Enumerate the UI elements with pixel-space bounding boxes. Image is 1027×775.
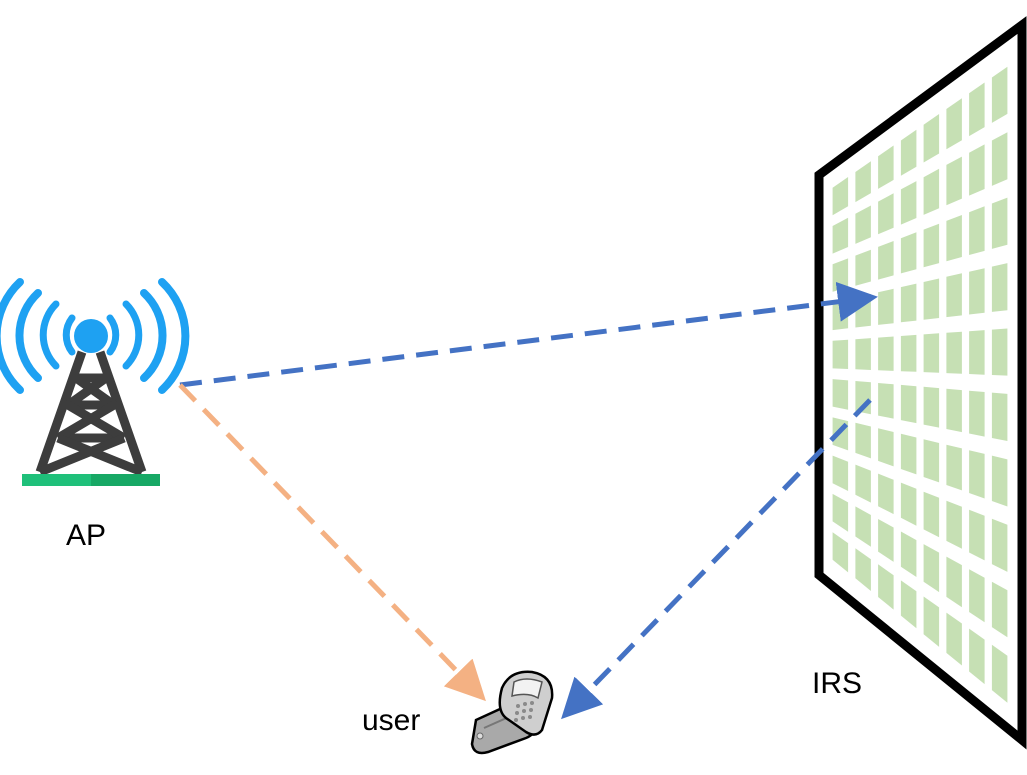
irs-element [969,330,985,375]
irs-element [900,433,917,475]
irs-element [855,338,871,370]
link-ap-to-user [178,383,486,702]
irs-element [832,217,849,254]
irs-element [991,392,1008,441]
link-ap-to-irs [179,281,878,388]
irs-element [991,197,1008,249]
irs-element [878,336,894,371]
irs-element [991,328,1008,376]
irs-element [878,241,894,280]
irs-element [969,569,985,623]
signal-waves [0,278,190,394]
irs-element [832,379,849,410]
irs-element [900,232,917,274]
irs-element [946,500,962,549]
irs-element [855,249,871,286]
irs-element [832,177,849,216]
irs-element [923,544,940,593]
link-irs-to-user [561,398,872,720]
irs-element [878,564,894,610]
irs-element [969,628,985,685]
irs-panel [814,16,1027,750]
irs-element [946,444,962,491]
irs-element [946,556,962,608]
irs-element [969,450,985,499]
irs-element [923,278,940,320]
signal-links [178,281,878,720]
irs-element [991,263,1008,312]
phone-screen [511,678,543,700]
irs-element [832,455,849,491]
irs-element [923,491,940,538]
irs-element [991,518,1008,572]
irs-element [991,581,1008,638]
flip-phone-icon [470,670,554,755]
irs-element [878,428,894,467]
irs-element [900,181,917,225]
irs-element [923,168,940,215]
irs-element [946,98,962,150]
phone-keypad [514,701,534,722]
irs-element [923,223,940,268]
irs-element [878,383,894,419]
irs-element [855,205,871,244]
irs-element [878,473,894,515]
irs-element [991,66,1008,123]
irs-element [969,390,985,437]
irs-element [832,339,849,369]
irs-element [878,519,894,562]
irs-element [946,215,962,262]
irs-element [991,644,1008,703]
irs-element [991,455,1008,507]
irs-element [946,612,962,666]
ap-label: AP [66,519,107,552]
irs-element [969,509,985,561]
irs-element [923,439,940,483]
irs-element [832,532,849,573]
irs-element [946,156,962,206]
irs-element [855,506,871,547]
cell-tower-icon [0,278,190,486]
irs-element [991,132,1008,186]
irs-element [969,268,985,315]
irs-label: IRS [812,667,863,700]
irs-element-grid [832,66,1008,703]
antenna-head [74,319,108,353]
irs-element [946,331,962,374]
irs-element [946,388,962,433]
irs-element [900,531,917,577]
irs-element [855,422,871,459]
irs-element [969,82,985,137]
tower-base-shade [91,474,160,486]
irs-element [923,596,940,647]
irs-element [900,384,917,424]
irs-element [878,288,894,325]
irs-frame [814,16,1027,750]
tower-lattice [35,350,147,477]
irs-element [946,273,962,318]
irs-element [900,580,917,629]
irs-element [900,283,917,323]
irs-element [900,129,917,176]
irs-element [900,482,917,526]
irs-element [900,334,917,372]
irs-element [878,193,894,235]
irs-element [923,114,940,163]
irs-element [832,493,849,532]
user-label: user [362,704,421,737]
irs-element [855,464,871,503]
irs-element [923,386,940,428]
irs-element [878,145,894,189]
irs-element [923,333,940,373]
irs-element [969,206,985,255]
irs-element [969,144,985,196]
irs-element [855,548,871,591]
irs-element [855,161,871,203]
